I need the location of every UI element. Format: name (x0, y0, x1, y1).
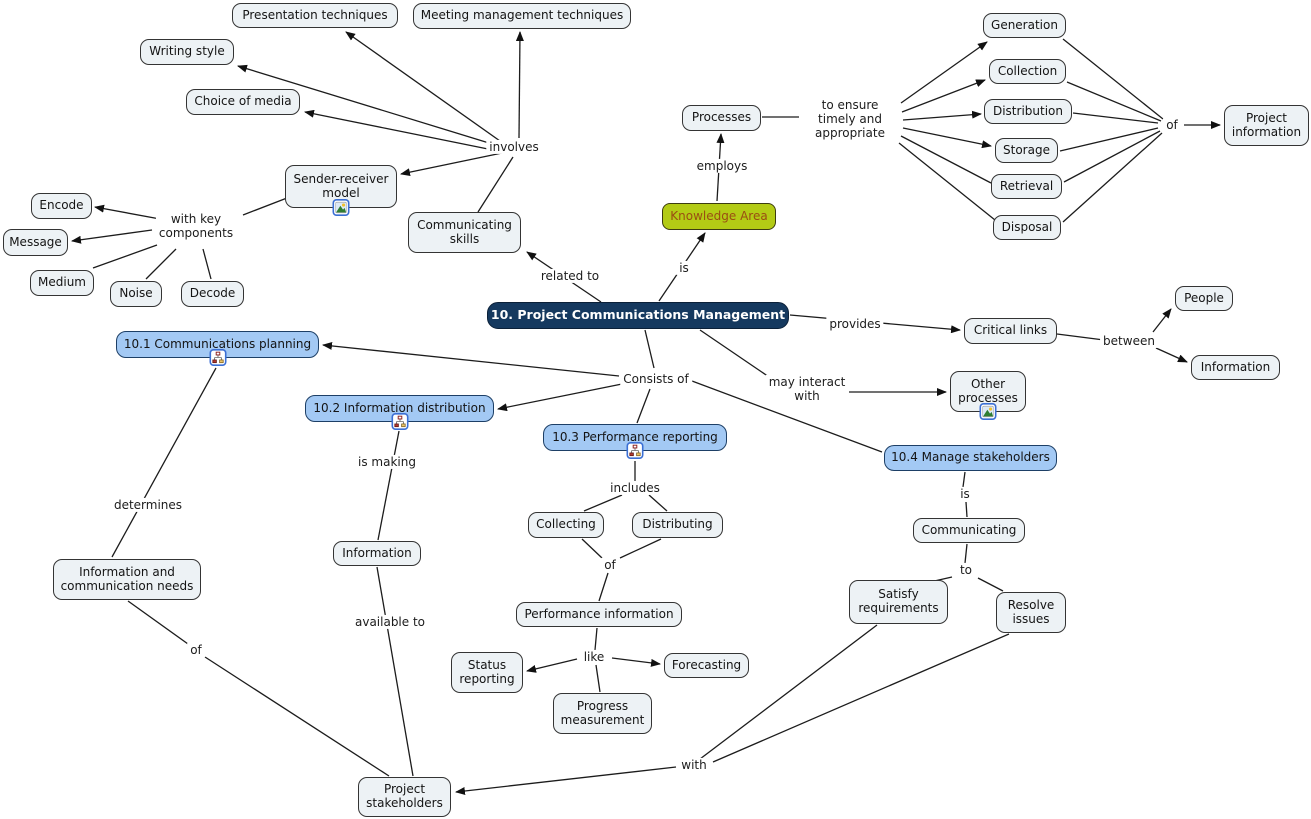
node-status-reporting[interactable]: Status reporting (451, 652, 523, 693)
link-label-is-making[interactable]: is making (355, 454, 419, 470)
node-writing-style[interactable]: Writing style (140, 39, 234, 65)
link-label-with-key-components[interactable]: with key components (155, 211, 237, 241)
node-processes[interactable]: Processes (682, 105, 761, 131)
link-label-of[interactable]: of (601, 557, 619, 573)
link-label-employs[interactable]: employs (693, 158, 751, 174)
link-label-like[interactable]: like (580, 649, 608, 665)
node-encode[interactable]: Encode (31, 193, 92, 219)
image-icon[interactable] (332, 199, 350, 216)
node-label: Other processes (958, 376, 1018, 405)
link-label-consists-of[interactable]: Consists of (620, 371, 692, 387)
image-icon[interactable] (979, 403, 997, 420)
org-chart-icon[interactable] (209, 349, 226, 366)
link-label-is[interactable]: is (957, 486, 973, 502)
node-performance-information[interactable]: Performance information (516, 602, 682, 627)
link-label-may-interact-with[interactable]: may interact with (765, 374, 849, 404)
node-collecting[interactable]: Collecting (528, 512, 604, 538)
node-label: 10.2 Information distribution (313, 400, 486, 415)
link-label-is[interactable]: is (676, 260, 692, 276)
node-resolve-issues[interactable]: Resolve issues (996, 592, 1066, 633)
node-collection[interactable]: Collection (989, 59, 1066, 84)
node-noise[interactable]: Noise (110, 281, 162, 307)
node-label: 10.3 Performance reporting (552, 429, 718, 444)
node-10-2-information-distribution[interactable]: 10.2 Information distribution (305, 395, 494, 430)
org-chart-icon[interactable] (391, 413, 408, 430)
link-label-provides[interactable]: provides (826, 316, 884, 332)
link-label-related-to[interactable]: related to (537, 268, 603, 284)
link-label-includes[interactable]: includes (607, 480, 663, 496)
link-label-with[interactable]: with (678, 757, 710, 773)
node-medium[interactable]: Medium (30, 270, 94, 296)
node-distributing[interactable]: Distributing (632, 512, 723, 538)
node-communicating-skills[interactable]: Communicating skills (408, 212, 521, 253)
node-10-1-communications-planning[interactable]: 10.1 Communications planning (116, 331, 319, 366)
node-decode[interactable]: Decode (181, 281, 244, 307)
node-disposal[interactable]: Disposal (993, 215, 1061, 240)
node-choice-of-media[interactable]: Choice of media (186, 89, 300, 115)
node-information-and-communication-needs[interactable]: Information and communication needs (53, 559, 201, 600)
node-label: Sender-receiver model (293, 171, 389, 200)
node-10-4-manage-stakeholders[interactable]: 10.4 Manage stakeholders (884, 445, 1057, 471)
node-project-information[interactable]: Project information (1224, 105, 1309, 146)
node-storage[interactable]: Storage (995, 138, 1058, 163)
node-critical-links[interactable]: Critical links (964, 318, 1057, 344)
link-label-of[interactable]: of (187, 642, 205, 658)
node-progress-measurement[interactable]: Progress measurement (553, 693, 652, 734)
node-knowledge-area[interactable]: Knowledge Area (662, 203, 776, 230)
node-main-project-communications-management[interactable]: 10. Project Communications Management (487, 302, 789, 329)
link-label-of[interactable]: of (1163, 117, 1181, 133)
link-label-to-ensure-timely-appropriate[interactable]: to ensure timely and appropriate (812, 97, 888, 141)
link-label-available-to[interactable]: available to (351, 614, 429, 630)
node-message[interactable]: Message (3, 229, 68, 256)
org-chart-icon[interactable] (626, 442, 644, 459)
node-information-left[interactable]: Information (333, 541, 421, 566)
node-other-processes[interactable]: Other processes (950, 371, 1026, 420)
node-forecasting[interactable]: Forecasting (664, 653, 749, 678)
node-presentation-techniques[interactable]: Presentation techniques (232, 3, 398, 28)
node-retrieval[interactable]: Retrieval (991, 174, 1062, 199)
node-project-stakeholders[interactable]: Project stakeholders (358, 777, 451, 817)
link-label-involves[interactable]: involves (486, 139, 542, 155)
node-communicating[interactable]: Communicating (913, 518, 1025, 543)
node-generation[interactable]: Generation (983, 13, 1066, 38)
link-label-between[interactable]: between (1100, 333, 1158, 349)
node-distribution[interactable]: Distribution (984, 99, 1072, 124)
node-meeting-management-techniques[interactable]: Meeting management techniques (413, 3, 631, 29)
node-information-right[interactable]: Information (1191, 355, 1280, 380)
link-label-to[interactable]: to (956, 562, 976, 578)
node-people[interactable]: People (1175, 286, 1233, 311)
node-label: 10.1 Communications planning (123, 336, 312, 351)
node-satisfy-requirements[interactable]: Satisfy requirements (849, 580, 948, 624)
node-sender-receiver-model[interactable]: Sender-receiver model (285, 165, 397, 216)
link-label-determines[interactable]: determines (110, 497, 186, 513)
node-10-3-performance-reporting[interactable]: 10.3 Performance reporting (543, 424, 727, 459)
